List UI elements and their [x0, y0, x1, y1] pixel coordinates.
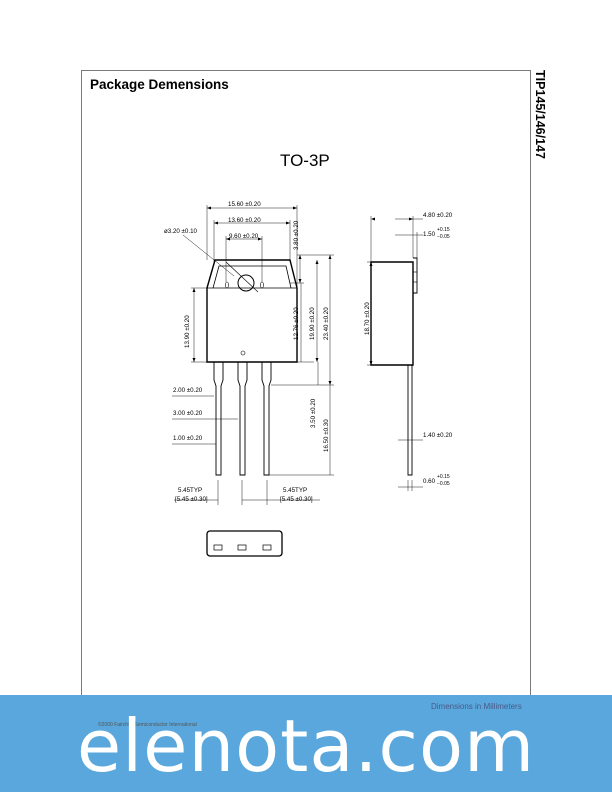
section-title: Package Demensions	[90, 77, 229, 92]
front-tab-inner	[212, 265, 292, 289]
dim-top-to-hole: 3.80 ±0.20	[293, 220, 300, 250]
package-name: TO-3P	[280, 151, 330, 170]
mounting-hole	[237, 274, 255, 292]
dim-side-tab: 1.50	[423, 231, 436, 238]
dim-lead-width: 1.00 ±0.20	[173, 435, 203, 442]
bottom-view-body	[206, 530, 283, 557]
side-lead	[407, 365, 413, 476]
front-leads	[213, 362, 272, 476]
dim-side-lead-tol-bot: −0.05	[437, 481, 450, 487]
watermark-text: elenota.com	[76, 704, 536, 788]
bottom-view-leads	[213, 544, 272, 551]
dim-side-lead-tol-top: +0.15	[437, 474, 450, 480]
copyright-note: ©2000 Fairchild Semiconductor Internatio…	[98, 722, 197, 728]
dim-pitch-left: 5.45TYP	[178, 487, 202, 494]
dim-body-total-height: 19.90 ±0.20	[309, 307, 316, 340]
dim-side-lead-thickness: 0.60	[423, 478, 436, 485]
dim-side-height: 18.70 ±0.20	[364, 302, 371, 335]
dim-side-lead-width: 1.40 ±0.20	[423, 432, 453, 439]
dim-side-tab-tol-top: +0.15	[437, 227, 450, 233]
dim-width-total: 15.60 ±0.20	[228, 201, 261, 208]
dim-side-tab-tol-bot: −0.05	[437, 234, 450, 240]
dim-lead-width-mid: 3.00 ±0.20	[173, 410, 203, 417]
dim-body-height: 13.90 ±0.20	[184, 315, 191, 348]
dim-width-tab: 13.60 ±0.20	[228, 217, 261, 224]
dim-overall-height: 23.40 ±0.20	[323, 307, 330, 340]
front-body-outline	[206, 259, 298, 363]
dim-side-thickness: 4.80 ±0.20	[423, 212, 453, 219]
side-tab	[413, 257, 418, 294]
watermark-banner	[0, 695, 612, 792]
dim-pitch-left-tol: [5.45 ±0.30]	[175, 496, 208, 503]
units-note: Dimensions in Millimeters	[431, 702, 522, 711]
dim-lead-width-upper: 2.00 ±0.20	[173, 387, 203, 394]
dim-lead-length: 16.50 ±0.30	[323, 419, 330, 452]
dim-pitch-right: 5.45TYP	[283, 487, 307, 494]
dim-lead-shoulder: 3.50 ±0.20	[310, 398, 317, 428]
dim-pitch-right-tol: [5.45 ±0.30]	[280, 496, 313, 503]
dim-hole-to-bottom: 12.76 ±0.20	[293, 307, 300, 340]
dim-hole-spacing: 9.60 ±0.20	[229, 233, 259, 240]
side-body-outline	[370, 261, 414, 366]
dim-hole-dia: ø3.20 ±0.10	[164, 228, 198, 235]
